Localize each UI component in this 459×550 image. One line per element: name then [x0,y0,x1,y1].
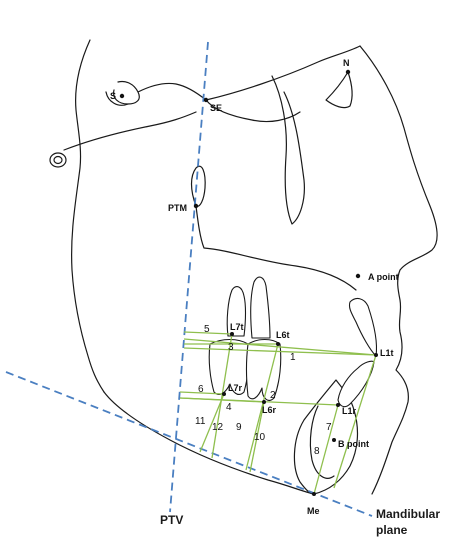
point-l6t [276,342,280,346]
measure-line-1b [183,347,377,356]
point-a [355,273,361,279]
label-b-point: B point [338,439,369,449]
nasal-bone-outline [325,71,353,109]
ptv-line [169,41,209,513]
point-s [119,93,125,99]
measurement-number-labels: 1 2 3 4 5 6 7 8 9 10 11 12 [195,324,332,457]
measure-label-10: 10 [254,432,266,443]
orbit-outline [271,75,305,225]
label-l7t: L7t [230,322,244,332]
measure-line-7 [333,354,377,489]
label-mandibular: Mandibular [376,507,440,521]
upper-molar-back [226,286,247,337]
mandibular-plane-line [5,371,373,517]
label-s: S [110,91,116,101]
point-l7t [230,332,234,336]
label-l1t: L1t [380,348,394,358]
measure-line-11 [199,393,225,453]
label-ptm: PTM [168,203,187,213]
cranial-base-outline [113,45,361,123]
measure-label-11: 11 [195,416,206,427]
label-me: Me [307,506,320,516]
posterior-cranium-outline [71,39,105,393]
landmark-labels: S SE N PTM A point L7t L6t L1t L7r L6r L… [110,58,399,516]
teeth [208,276,378,408]
ramus-outline [103,391,315,495]
point-b [332,438,336,442]
point-l7r [222,392,226,396]
point-ptm [193,203,199,209]
measure-line-5 [183,331,233,335]
measure-label-6: 6 [198,384,204,395]
label-n: N [343,58,350,68]
lower-molar-6 [245,338,282,401]
upper-incisor [348,297,378,357]
point-se [203,97,209,103]
measurement-lines [179,331,377,495]
soft-tissue-profile [359,45,438,495]
temporal-outline [63,111,197,151]
measure-label-3: 3 [228,342,234,353]
lower-incisor [337,360,375,408]
measure-line-8 [313,404,339,495]
label-plane: plane [376,523,408,537]
label-l6t: L6t [276,330,290,340]
label-se: SE [210,103,222,113]
measure-label-5: 5 [204,324,210,335]
point-l1r [336,403,340,407]
label-l7r: L7r [228,383,243,393]
ear-rod-outer [49,152,67,168]
maxilla-outline [195,205,357,291]
label-l6r: L6r [262,405,277,415]
symphysis-outline [293,379,359,495]
measure-line-10 [249,401,265,473]
point-me [312,492,316,496]
measure-label-8: 8 [314,446,320,457]
label-ptv: PTV [160,513,183,527]
measure-label-7: 7 [326,422,332,433]
point-l1t [374,353,378,357]
sella-turcica-outline [105,91,129,106]
chin-inner-outline [309,405,335,479]
ear-rod-inner [53,155,63,165]
measure-label-4: 4 [226,402,232,413]
measure-line-6 [179,391,225,395]
measure-line-1 [183,338,377,356]
label-a-point: A point [368,272,399,282]
measure-label-2: 2 [270,390,276,401]
landmark-points [119,69,378,496]
ptm-fissure-outline [190,165,206,207]
measure-line-9 [245,343,279,471]
label-l1r: L1r [342,406,357,416]
point-l6r [262,400,266,404]
upper-molar-front [250,276,271,339]
measure-line-12 [211,333,233,459]
lower-molar-7 [208,338,250,395]
skull-outlines [49,39,438,495]
measure-label-9: 9 [236,422,242,433]
reference-line-labels: PTV Mandibular plane [160,507,440,537]
measure-label-1: 1 [290,352,296,363]
point-n [345,69,351,75]
measure-label-12: 12 [212,422,224,433]
reference-lines [5,41,373,517]
